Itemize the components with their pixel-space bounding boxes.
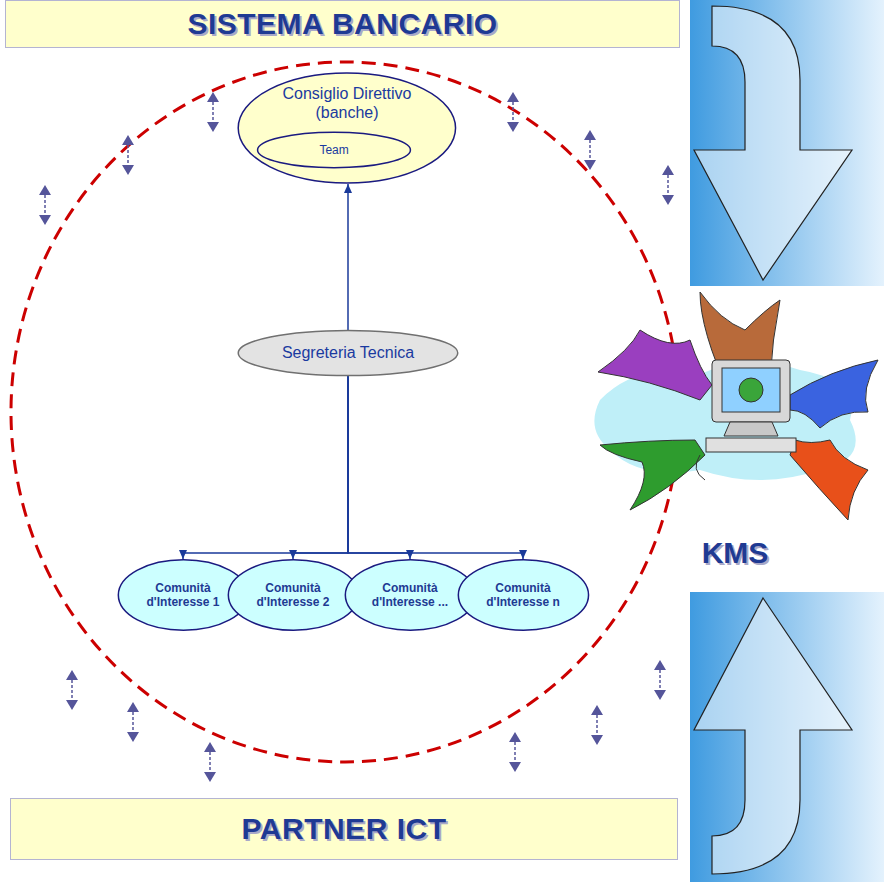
ellipse-node: Team: [256, 132, 412, 168]
node-label: Segreteria Tecnica: [282, 343, 414, 362]
connector-arrow: [293, 376, 348, 559]
node-label: Comunità d'Interesse ...: [357, 581, 463, 610]
connector-arrow: [347, 184, 349, 330]
node-label: SISTEMA BANCARIO: [187, 7, 497, 41]
node-label: Consiglio Direttivo (banche): [258, 84, 435, 122]
system-label: KMS: [702, 536, 769, 570]
ellipse-node: Comunità d'Interesse n: [457, 559, 590, 631]
ellipse-node: Segreteria Tecnica: [236, 330, 460, 376]
node-label: Comunità d'Interesse 2: [240, 581, 346, 610]
flow-panel: [690, 0, 884, 286]
group-band: SISTEMA BANCARIO: [5, 0, 680, 48]
up-arrow: [694, 598, 852, 874]
ellipse-node: Comunità d'Interesse 1: [117, 559, 250, 631]
connector-arrow: [183, 376, 348, 559]
ellipse-node: Consiglio Direttivo (banche) Team: [236, 72, 458, 184]
kms-illustration: [594, 292, 878, 520]
ellipse-node: Comunità d'Interesse 2: [227, 559, 360, 631]
down-arrow: [694, 6, 852, 280]
node-label: Comunità d'Interesse 1: [130, 581, 236, 610]
double-arrows: [39, 92, 674, 782]
ellipse-node: Comunità d'Interesse ...: [344, 559, 477, 631]
boundary-circle: [11, 62, 679, 762]
node-label: PARTNER ICT: [242, 812, 447, 846]
node-label: Team: [319, 143, 348, 157]
node-label: Comunità d'Interesse n: [470, 581, 576, 610]
connector-arrow: [348, 376, 410, 559]
connector-arrow: [348, 376, 523, 559]
flow-panel: [690, 592, 884, 882]
group-band: PARTNER ICT: [10, 798, 678, 860]
